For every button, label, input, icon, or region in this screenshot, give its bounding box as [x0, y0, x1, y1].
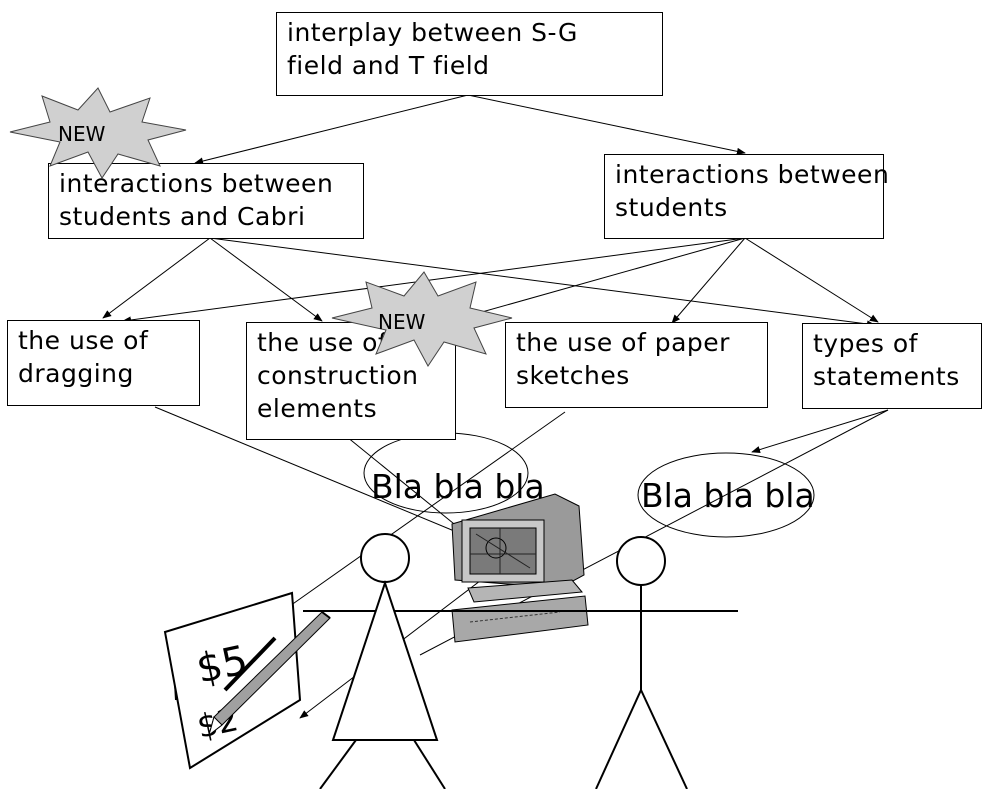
box-interplay-line-2: field and T field — [287, 51, 490, 80]
box-interactions-between-students: interactions between students — [604, 154, 890, 239]
box-students-line-1: interactions between — [615, 160, 890, 189]
box-dragging-line-2: dragging — [18, 359, 134, 388]
box-construction-line-2: construction — [257, 361, 419, 390]
arrow-students-to-construction — [417, 237, 746, 332]
box-cabri-line-1: interactions between — [59, 169, 334, 198]
student-figure-right — [595, 536, 688, 789]
speech-bubble-right: Bla bla bla — [637, 452, 815, 538]
pencil-icon — [208, 611, 331, 737]
box-use-of-construction-elements: the use of construction elements — [246, 322, 456, 440]
arrow-students-to-statements — [744, 237, 879, 323]
arrow-paper-to-pad — [269, 411, 566, 621]
box-statements-line-1: types of — [813, 329, 918, 358]
speech-bubble-left: Bla bla bla — [363, 432, 545, 514]
sketch-pad-amount-top: $5 — [193, 637, 252, 693]
box-paper-line-1: the use of paper — [516, 328, 730, 357]
computer-icon — [451, 493, 589, 643]
sketch-pad-icon: $5 $2 — [163, 591, 302, 770]
arrow-cabri-to-construction — [209, 237, 323, 322]
arrow-students-to-paper — [671, 237, 746, 324]
box-use-of-dragging: the use of dragging — [7, 320, 200, 406]
box-interplay-line-1: interplay between S-G — [287, 18, 578, 47]
box-students-line-2: students — [615, 193, 728, 222]
arrow-students-to-dragging — [122, 237, 746, 324]
arrow-cabri-to-statements — [209, 237, 876, 328]
box-construction-line-1: the use of — [257, 328, 388, 357]
box-construction-line-3: elements — [257, 394, 378, 423]
box-interplay-sg-t-field: interplay between S-G field and T field — [276, 12, 663, 96]
box-use-of-paper-sketches: the use of paper sketches — [505, 322, 768, 408]
box-dragging-line-1: the use of — [18, 326, 149, 355]
box-paper-line-2: sketches — [516, 361, 630, 390]
box-statements-line-2: statements — [813, 362, 960, 391]
arrow-cabri-to-dragging — [102, 237, 211, 319]
arrow-top-to-students — [467, 94, 746, 155]
box-interactions-students-cabri: interactions between students and Cabri — [48, 163, 364, 239]
arrow-statements-to-bubble — [751, 409, 889, 454]
speech-bubble-left-text: Bla bla bla — [371, 467, 545, 506]
box-cabri-line-2: students and Cabri — [59, 202, 306, 231]
student-figure-left — [319, 533, 446, 789]
arrow-top-to-cabri — [194, 94, 469, 165]
speech-bubble-right-text: Bla bla bla — [641, 476, 815, 515]
box-types-of-statements: types of statements — [802, 323, 982, 409]
line-dragging-to-computer — [154, 406, 489, 546]
